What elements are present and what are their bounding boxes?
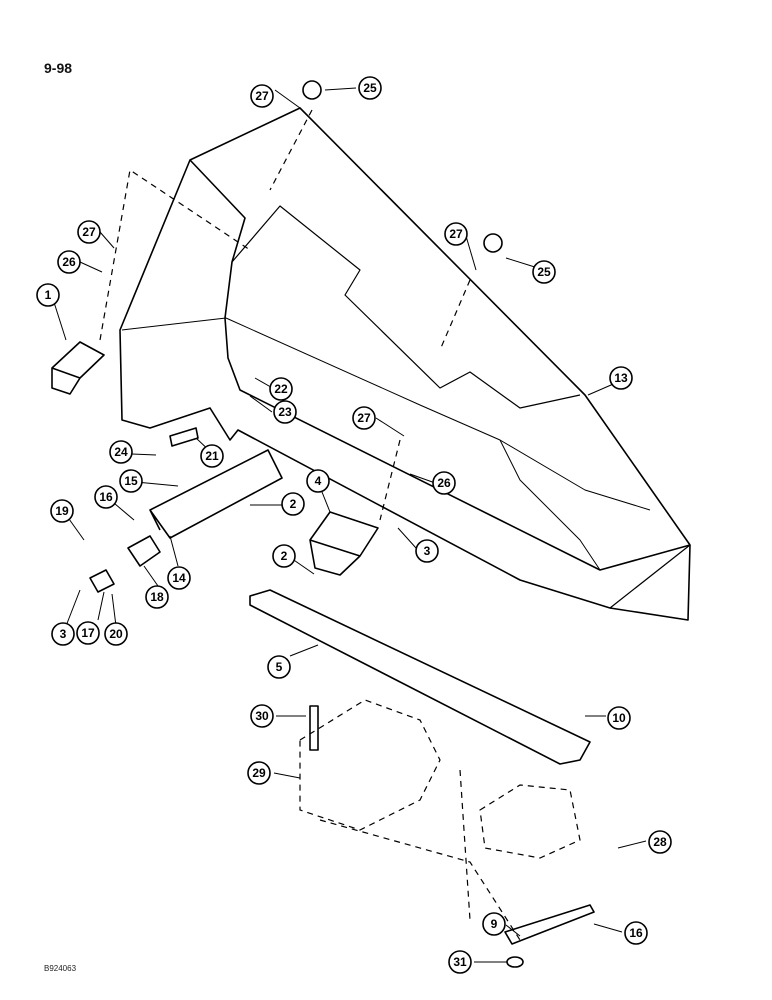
callout-bubble xyxy=(76,621,100,645)
callout-number: 2 xyxy=(290,497,297,511)
callout-number: 26 xyxy=(62,255,76,269)
callout-number: 22 xyxy=(274,382,288,396)
callout-bubble xyxy=(648,830,672,854)
nut-31 xyxy=(506,956,524,968)
callout-number: 24 xyxy=(114,445,128,459)
shield-outline xyxy=(119,107,691,621)
callout-bubble xyxy=(36,283,60,307)
callout-number: 25 xyxy=(363,81,377,95)
shield-lower-face xyxy=(121,317,227,331)
callout-bubble xyxy=(609,366,633,390)
dash-link-3 xyxy=(439,279,471,351)
callout-number: 27 xyxy=(255,89,269,103)
callout-number: 16 xyxy=(99,490,113,504)
shield-side-face xyxy=(499,439,601,571)
bracket-4 xyxy=(309,511,379,576)
drawing-code: B924063 xyxy=(44,964,77,973)
callout-number: 3 xyxy=(424,544,431,558)
callout-number: 27 xyxy=(449,227,463,241)
callout-number: 14 xyxy=(172,571,186,585)
dash-link-1 xyxy=(99,168,251,341)
shield-panel-edge xyxy=(231,205,581,409)
dash-link-2 xyxy=(269,109,313,191)
callout-number: 21 xyxy=(205,449,219,463)
callout-number: 27 xyxy=(357,411,371,425)
callout-number: 9 xyxy=(491,917,498,931)
knob-25-top xyxy=(302,80,322,100)
motor-29-outline xyxy=(299,699,441,831)
callout-bubble xyxy=(50,499,74,523)
callout-bubble xyxy=(281,492,305,516)
callout-bubble xyxy=(104,622,128,646)
dash-link-6 xyxy=(459,769,471,921)
callout-number: 31 xyxy=(453,955,467,969)
callout-bubble xyxy=(532,260,556,284)
callout-number: 2 xyxy=(281,549,288,563)
page-number: 9-98 xyxy=(44,60,73,76)
callout-bubble xyxy=(482,912,506,936)
callout-bubble xyxy=(250,704,274,728)
callout-number: 16 xyxy=(629,926,643,940)
angle-bar-5 xyxy=(249,589,591,765)
callout-bubble xyxy=(273,400,297,424)
callout-bubble xyxy=(77,220,101,244)
callout-number: 23 xyxy=(278,405,292,419)
callout-number: 15 xyxy=(124,474,138,488)
callout-bubble xyxy=(247,761,271,785)
callout-number: 26 xyxy=(437,476,451,490)
callout-number: 19 xyxy=(55,504,69,518)
dash-link-5 xyxy=(319,819,521,941)
callout-number: 4 xyxy=(315,474,322,488)
dash-link-4 xyxy=(379,439,401,521)
callout-bubble xyxy=(624,921,648,945)
callout-bubble xyxy=(272,544,296,568)
callout-bubble xyxy=(415,539,439,563)
callout-bubble xyxy=(267,655,291,679)
callout-number: 20 xyxy=(109,627,123,641)
callout-bubble xyxy=(352,406,376,430)
callout-bubble xyxy=(269,377,293,401)
callout-bubble xyxy=(448,950,472,974)
callout-bubble xyxy=(200,444,224,468)
callout-bubble xyxy=(444,222,468,246)
knob-25-right xyxy=(483,233,503,253)
callout-bubble xyxy=(145,585,169,609)
callout-bubble xyxy=(306,469,330,493)
callout-bubble xyxy=(109,440,133,464)
callout-bubble xyxy=(607,706,631,730)
callout-bubble xyxy=(432,471,456,495)
bracket-21 xyxy=(169,427,199,447)
shield-end-face xyxy=(609,544,691,609)
callout-number: 18 xyxy=(150,590,164,604)
bolt-30 xyxy=(309,705,319,751)
shield-front-face xyxy=(189,159,691,571)
support-arm-14 xyxy=(149,449,283,539)
callout-number: 29 xyxy=(252,766,266,780)
callout-bubble xyxy=(94,485,118,509)
callout-number: 1 xyxy=(45,288,52,302)
plate-9 xyxy=(504,904,595,945)
callout-number: 3 xyxy=(60,627,67,641)
callout-bubble xyxy=(57,250,81,274)
mount-28-outline xyxy=(479,784,581,859)
callout-bubble xyxy=(358,76,382,100)
callout-bubble xyxy=(250,84,274,108)
clip-17 xyxy=(89,569,115,593)
callout-bubble xyxy=(51,622,75,646)
callout-number: 28 xyxy=(653,835,667,849)
callout-number: 27 xyxy=(82,225,96,239)
callout-bubble xyxy=(119,469,143,493)
callout-number: 30 xyxy=(255,709,269,723)
callout-number: 5 xyxy=(276,660,283,674)
callout-number: 25 xyxy=(537,265,551,279)
callout-number: 17 xyxy=(81,626,95,640)
callout-bubble xyxy=(167,566,191,590)
callout-number: 10 xyxy=(612,711,626,725)
bracket-1 xyxy=(51,341,105,395)
callout-number: 13 xyxy=(614,371,628,385)
spacer-18 xyxy=(127,535,161,567)
